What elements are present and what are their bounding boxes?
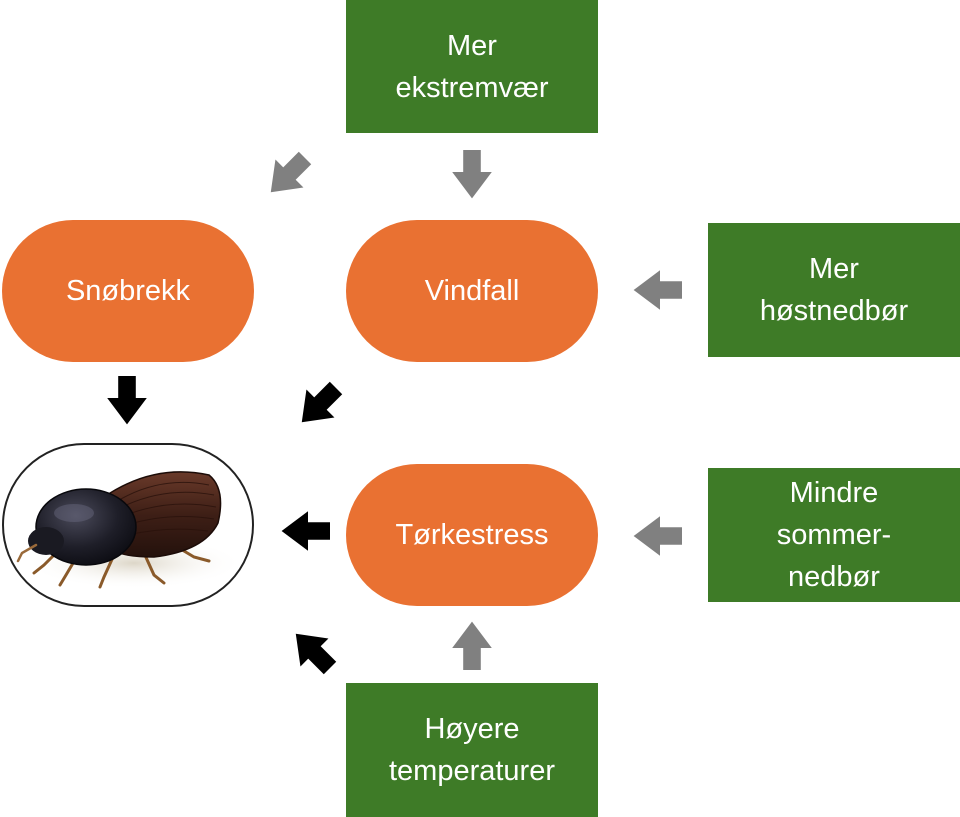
arrow-torkestress-to-beetle [281, 511, 330, 551]
node-mer-hostnedbor: Mer høstnedbør [708, 223, 960, 357]
arrow-ekstremvaer-to-vindfall [452, 150, 492, 199]
node-mindre-sommernedbor-label: Mindre sommer- nedbør [776, 477, 892, 593]
node-vindfall-label: Vindfall [424, 275, 520, 307]
arrow-temperaturer-to-beetle [281, 619, 345, 683]
node-vindfall: Vindfall [346, 220, 598, 362]
node-mer-hostnedbor-label: Mer høstnedbør [759, 253, 909, 327]
node-mer-ekstremvaer: Mer ekstremvær [346, 0, 598, 133]
node-mindre-sommernedbor: Mindre sommer- nedbør [708, 468, 960, 602]
beetle-icon [16, 471, 244, 589]
arrow-hostnedbor-to-vindfall [633, 270, 682, 310]
arrow-temperaturer-to-torkestress [452, 621, 492, 670]
node-torkestress-label: Tørkestress [395, 519, 549, 551]
arrow-sommernedbor-to-torkestress [633, 516, 682, 556]
node-hoyere-temperaturer: Høyere temperaturer [346, 683, 598, 817]
arrow-snobrekk-to-beetle [107, 376, 147, 425]
node-snobrekk: Snøbrekk [2, 220, 254, 362]
node-hoyere-temperaturer-label: Høyere temperaturer [388, 713, 555, 787]
node-snobrekk-label: Snøbrekk [65, 275, 191, 307]
node-mer-ekstremvaer-label: Mer ekstremvær [395, 29, 549, 104]
arrow-vindfall-to-beetle [287, 373, 351, 437]
beetle-frame [2, 443, 254, 607]
node-torkestress: Tørkestress [346, 464, 598, 606]
arrow-ekstremvaer-to-snobrekk [256, 143, 320, 207]
